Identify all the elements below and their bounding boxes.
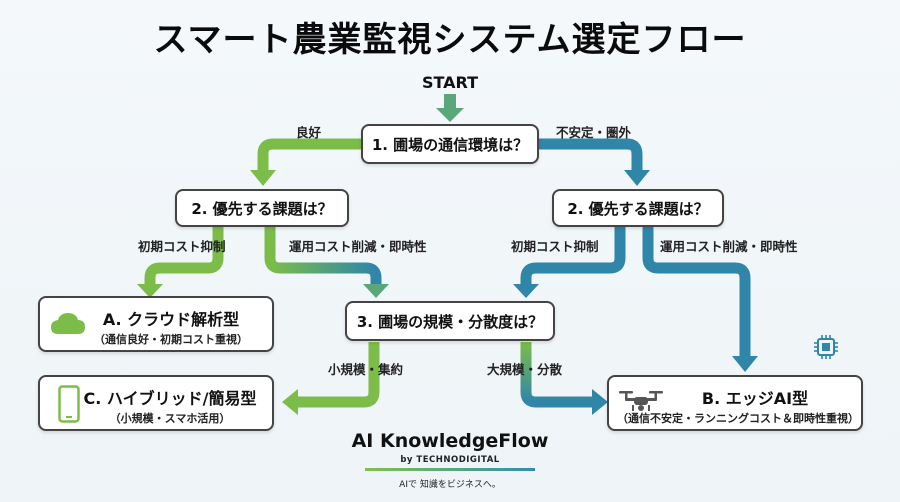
drone-icon bbox=[617, 387, 665, 421]
result-a: A. クラウド解析型 （通信良好・初期コスト重視） bbox=[38, 296, 274, 352]
cloud-icon bbox=[50, 310, 86, 342]
arrow-small bbox=[282, 342, 380, 415]
edge-label-initial-left: 初期コスト抑制 bbox=[138, 239, 226, 254]
brand-tagline: AIで 知識をビジネスへ。 bbox=[399, 480, 501, 490]
node-q3: 3. 圃場の規模・分散度は？ bbox=[345, 301, 555, 341]
arrow-unstable bbox=[538, 138, 650, 186]
arrow-right-initial bbox=[513, 226, 626, 298]
brand-name: AI KnowledgeFlow bbox=[351, 430, 549, 452]
result-c: C. ハイブリッド/簡易型 （小規模・スマホ活用） bbox=[38, 375, 274, 431]
result-a-subtitle: （通信良好・初期コスト重視） bbox=[94, 333, 248, 346]
brand-by: by TECHNODIGITAL bbox=[400, 455, 500, 465]
edge-label-large: 大規模・分散 bbox=[487, 362, 563, 377]
node-q1: 1. 圃場の通信環境は？ bbox=[361, 124, 539, 164]
chip-icon bbox=[813, 334, 839, 364]
page-title: スマート農業監視システム選定フロー bbox=[153, 20, 747, 60]
result-b-subtitle: （通信不安定・ランニングコスト＆即時性重視） bbox=[617, 412, 859, 425]
result-b-title: B. エッジAI型 bbox=[701, 389, 809, 408]
edge-label-running-left: 運用コスト削減・即時性 bbox=[289, 239, 427, 254]
smartphone-icon bbox=[58, 385, 80, 427]
edge-label-unstable: 不安定・圏外 bbox=[556, 125, 632, 140]
edge-label-running-right: 運用コスト削減・即時性 bbox=[660, 239, 798, 254]
edge-label-initial-right: 初期コスト抑制 bbox=[511, 239, 599, 254]
arrow-good bbox=[250, 138, 362, 186]
node-q2-left-text: 2. 優先する課題は？ bbox=[191, 199, 333, 218]
arrow-start-q1 bbox=[436, 94, 464, 122]
node-q2-right-text: 2. 優先する課題は？ bbox=[567, 199, 709, 218]
node-q2-left: 2. 優先する課題は？ bbox=[175, 189, 349, 227]
edge-label-small: 小規模・集約 bbox=[328, 362, 404, 377]
edge-label-good: 良好 bbox=[296, 125, 322, 140]
node-q2-right: 2. 優先する課題は？ bbox=[552, 189, 724, 227]
node-q3-text: 3. 圃場の規模・分散度は？ bbox=[356, 312, 544, 331]
result-b: B. エッジAI型 （通信不安定・ランニングコスト＆即時性重視） bbox=[607, 375, 863, 431]
arrow-right-running bbox=[642, 226, 758, 372]
arrow-large bbox=[520, 342, 608, 415]
arrow-left-initial bbox=[137, 226, 224, 298]
arrow-left-running bbox=[264, 226, 389, 298]
node-q1-text: 1. 圃場の通信環境は？ bbox=[371, 135, 529, 154]
result-c-title: C. ハイブリッド/簡易型 bbox=[83, 389, 257, 408]
result-a-title: A. クラウド解析型 bbox=[102, 310, 240, 329]
result-c-subtitle: （小規模・スマホ活用） bbox=[109, 412, 231, 425]
brand-underline bbox=[365, 468, 535, 471]
start-label: START bbox=[421, 73, 479, 92]
